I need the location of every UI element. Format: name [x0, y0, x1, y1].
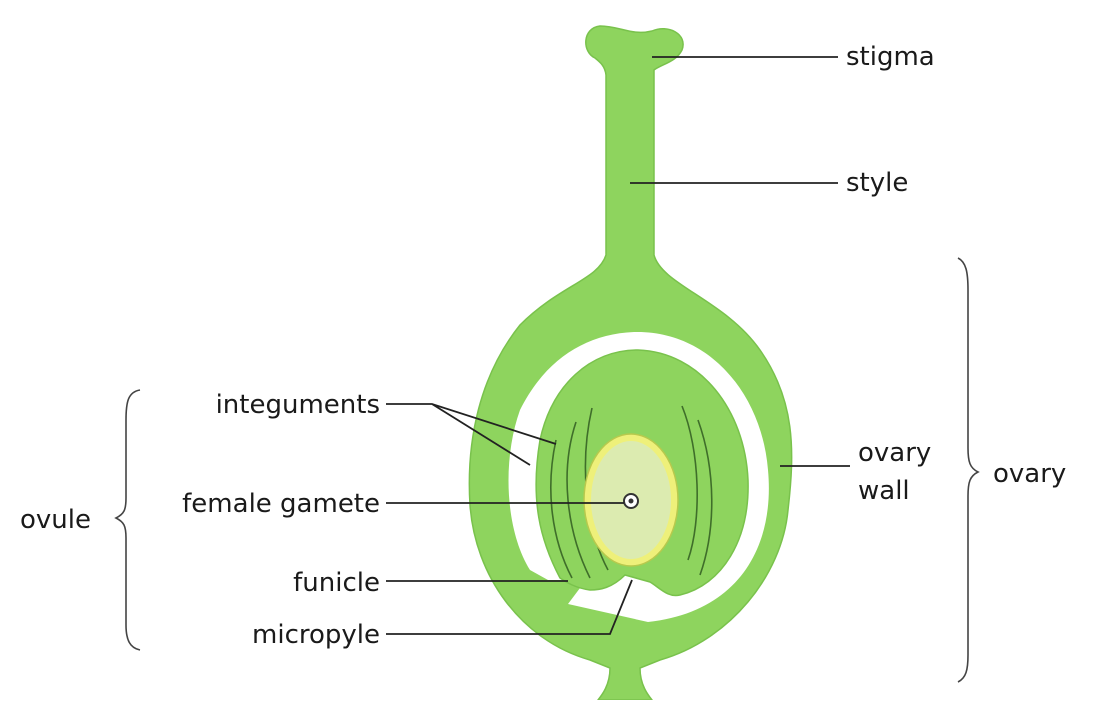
integument-line-5: [697, 419, 713, 576]
ovary-label: ovary: [993, 459, 1066, 489]
female-gamete-label: female gamete: [182, 489, 380, 519]
female-gamete-dot: [628, 498, 634, 504]
funicle-label: funicle: [293, 568, 380, 598]
ovule-label: ovule: [20, 505, 91, 535]
ovary-brace: [957, 257, 980, 683]
integument-line-2: [566, 421, 591, 579]
integuments-leader: [386, 403, 557, 466]
stigma-label: stigma: [846, 42, 935, 72]
ovule-brace: [114, 389, 141, 651]
integument-line-1: [550, 439, 573, 579]
integument-line-4: [681, 405, 698, 561]
micropyle-leader: [386, 579, 633, 635]
ovary-wall-label-line1: ovary: [858, 438, 931, 468]
integuments-label: integuments: [216, 390, 380, 420]
style-label: style: [846, 168, 908, 198]
ovary-wall-label-line2: wall: [858, 476, 910, 506]
micropyle-label: micropyle: [252, 620, 380, 650]
